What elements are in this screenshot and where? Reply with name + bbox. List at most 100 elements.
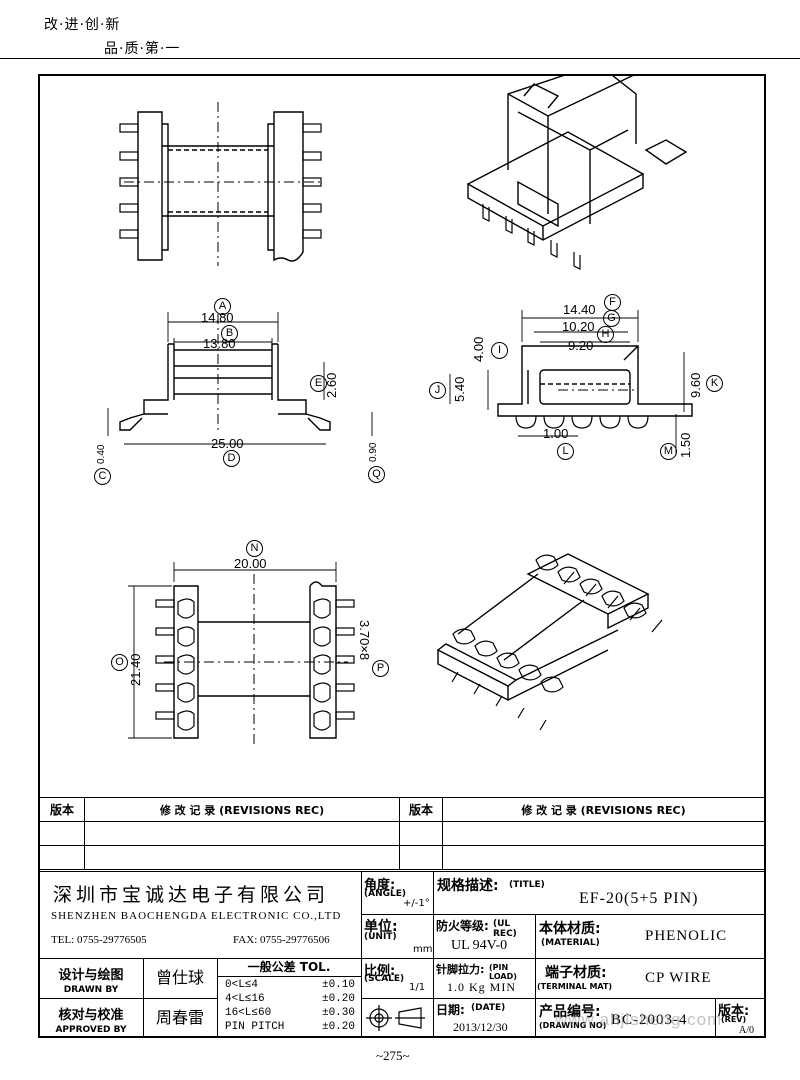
- scale-label-en: (SCALE): [364, 974, 405, 984]
- label-M: M: [660, 443, 677, 460]
- dim-0-90: 0.90: [368, 442, 379, 462]
- unit-label: 单位:: [364, 919, 398, 935]
- rev-cell: [442, 845, 765, 870]
- dim-9-20: 9.20: [568, 338, 594, 353]
- terminal-cell: 端子材质: (TERMINAL MAT) CP WIRE: [535, 958, 765, 999]
- bottom-view: [128, 562, 355, 746]
- page-number: ~275~: [376, 1048, 410, 1063]
- title-cell: 规格描述: (TITLE) EF-20(5+5 PIN): [433, 872, 765, 915]
- title-block: 深圳市宝诚达电子有限公司 SHENZHEN BAOCHENGDA ELECTRO…: [39, 871, 765, 1038]
- projection-symbol-cell: [361, 998, 434, 1038]
- label-I: I: [491, 342, 508, 359]
- dim-20-00: 20.00: [234, 556, 267, 571]
- dim-14-80: 14.80: [201, 310, 234, 325]
- tolerance-value: ±0.20: [321, 1021, 355, 1033]
- drawn-by-label-cell: 设计与绘图 DRAWN BY: [39, 958, 144, 999]
- scale-value: 1/1: [409, 982, 426, 993]
- dimension-labels: A 14.80 B 13.80 E 2.60 0.40 C 25.00 D 0.…: [94, 294, 723, 686]
- company-cell: 深圳市宝诚达电子有限公司 SHENZHEN BAOCHENGDA ELECTRO…: [39, 872, 362, 959]
- rev-cell: [84, 845, 400, 870]
- title-label: 规格描述:: [437, 878, 499, 894]
- revision-table: 版本 修 改 记 录 (REVISIONS REC) 版本 修 改 记 录 (R…: [39, 797, 765, 870]
- rev-cell: 版本: (REV) A/0: [715, 998, 765, 1038]
- tolerance-row: PIN PITCH ±0.20: [225, 1020, 355, 1034]
- label-N: N: [246, 540, 263, 557]
- header-rule: [0, 58, 800, 59]
- scale-cell: 比例: (SCALE) 1/1: [361, 958, 434, 999]
- tolerance-row: 16<L≤60±0.30: [225, 1006, 355, 1020]
- angle-cell: 角度: (ANGLE) +/-1°: [361, 872, 434, 915]
- company-name-en: SHENZHEN BAOCHENGDA ELECTRONIC CO.,LTD: [51, 910, 342, 922]
- isometric-view-bottom: [436, 553, 663, 731]
- dim-0-40: 0.40: [96, 444, 107, 464]
- dim-4-00: 4.00: [471, 336, 486, 362]
- dim-25-00: 25.00: [211, 436, 244, 451]
- dim-1-50: 1.50: [678, 432, 693, 458]
- scale-label: 比例:: [364, 964, 396, 979]
- date-cell: 日期: (DATE) 2013/12/30: [433, 998, 536, 1038]
- approved-label: 核对与校准: [58, 1008, 124, 1023]
- date-label: 日期:: [436, 1003, 465, 1017]
- unit-value: mm: [413, 944, 433, 955]
- dim-21-40: 21.40: [128, 653, 143, 686]
- tolerance-value: ±0.30: [321, 1007, 355, 1019]
- isometric-view-top: [466, 74, 688, 270]
- unit-cell: 单位: (UNIT) mm: [361, 914, 434, 959]
- slogan-line-2: 品·质·第·一: [104, 41, 181, 57]
- ul-label: 防火等级:: [436, 919, 489, 933]
- title-label-en: (TITLE): [509, 880, 545, 890]
- terminal-value: CP WIRE: [645, 970, 712, 986]
- label-B: B: [221, 325, 238, 342]
- angle-label: 角度:: [364, 878, 396, 893]
- tolerance-range: 0<L≤4: [225, 979, 259, 991]
- material-value: PHENOLIC: [645, 928, 728, 944]
- title-value: EF-20(5+5 PIN): [579, 890, 699, 907]
- label-Q: Q: [368, 466, 385, 483]
- material-label-en: (MATERIAL): [541, 938, 600, 948]
- pinload-label-en: (PIN LOAD): [489, 963, 517, 981]
- label-G: G: [603, 310, 620, 327]
- approved-value: 周春雷: [143, 998, 218, 1038]
- pinload-cell: 针脚拉力: (PIN LOAD) 1.0 Kg MIN: [433, 958, 536, 999]
- drawing-frame: [38, 74, 766, 1038]
- label-L: L: [557, 443, 574, 460]
- tolerance-title: 一般公差 TOL.: [217, 958, 361, 977]
- rev-cell: [84, 821, 400, 846]
- rev-cell: [399, 845, 443, 870]
- slogan-line-1: 改·进·创·新: [44, 17, 121, 33]
- label-J: J: [429, 382, 446, 399]
- tolerance-row: 0<L≤4±0.10: [225, 978, 355, 992]
- dim-9-60: 9.60: [688, 372, 703, 398]
- rev-label-en: (REV): [721, 1015, 747, 1024]
- watermark: www.ahjisheng.com: [555, 1010, 723, 1029]
- rev-col-record-2: 修 改 记 录 (REVISIONS REC): [442, 797, 765, 822]
- projection-symbol-icon: [366, 1005, 425, 1031]
- drawing-no-label-en: (DRAWING NO): [539, 1021, 607, 1030]
- label-C: C: [94, 468, 111, 485]
- rev-cell: [39, 821, 85, 846]
- technical-drawing: [107, 74, 693, 746]
- label-A: A: [214, 298, 231, 315]
- unit-label-en: (UNIT): [364, 932, 397, 942]
- drawing-no-cell: 产品编号: (DRAWING NO) BC-2003-4: [535, 998, 716, 1038]
- tolerance-range: PIN PITCH: [225, 1021, 285, 1033]
- approved-label-en: APPROVED BY: [55, 1025, 127, 1035]
- ul-value: UL 94V-0: [451, 938, 508, 953]
- dim-1-00: 1.00: [543, 426, 569, 441]
- rev-col-version-1: 版本: [39, 797, 85, 822]
- company-name-cn: 深圳市宝诚达电子有限公司: [53, 884, 330, 906]
- date-label-en: (DATE): [471, 1003, 506, 1013]
- drawing-no-value: BC-2003-4: [611, 1012, 688, 1028]
- label-E: E: [310, 375, 327, 392]
- pinload-label: 针脚拉力:: [436, 963, 485, 976]
- rev-value: A/0: [739, 1025, 754, 1036]
- front-view: [107, 312, 373, 445]
- pinload-value: 1.0 Kg MIN: [447, 980, 516, 994]
- angle-value: +/-1°: [403, 898, 430, 909]
- tolerance-value: ±0.20: [321, 993, 355, 1005]
- dim-3-70x8: 3.70×8: [357, 620, 372, 661]
- tolerance-range: 4<L≤16: [225, 993, 265, 1005]
- dim-2-60: 2.60: [324, 372, 339, 398]
- drawn-by-value: 曾仕球: [143, 958, 218, 999]
